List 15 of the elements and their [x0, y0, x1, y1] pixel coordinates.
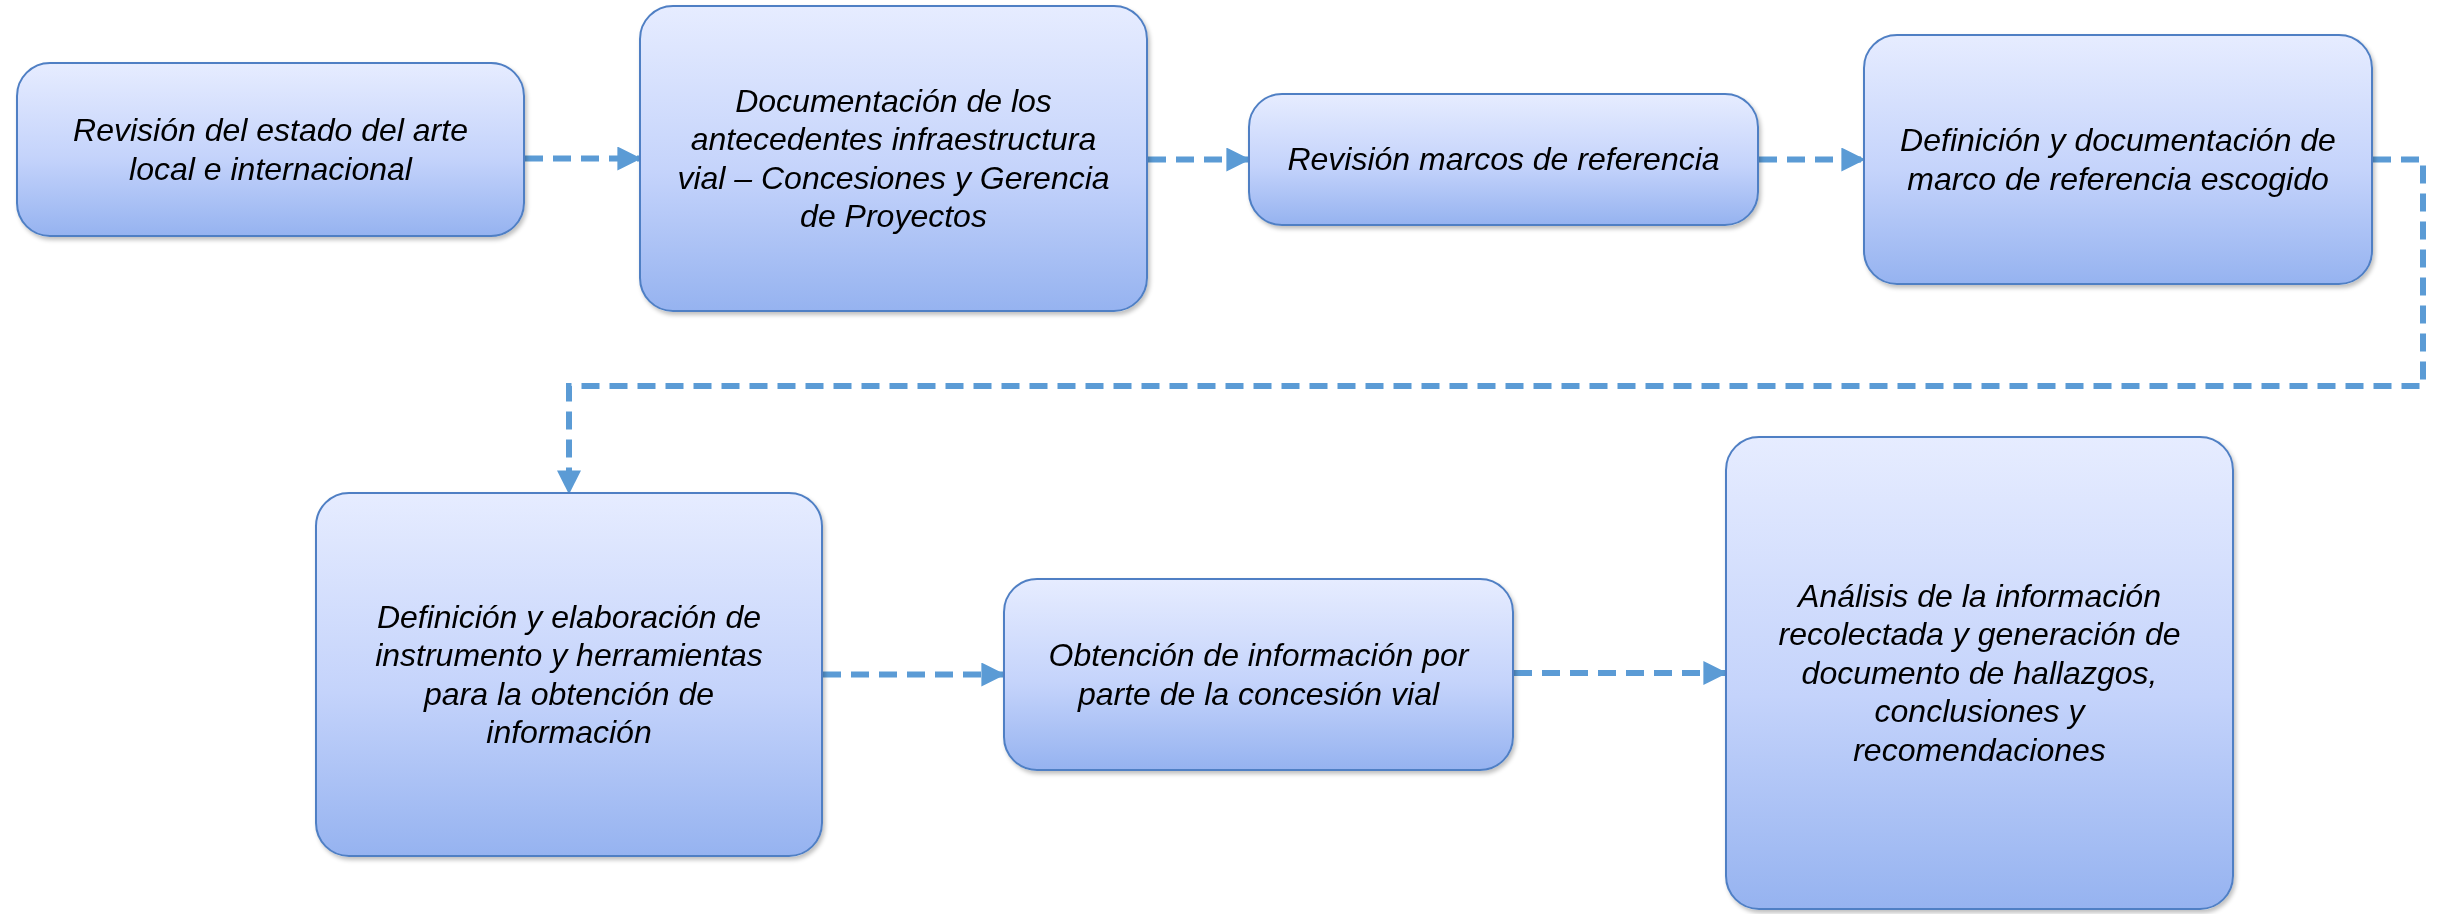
process-box: [16, 62, 525, 237]
step-text: Definición y documentación de marco de referencia escogido: [1899, 121, 2337, 198]
dashed-arrow: [557, 156, 2426, 495]
step-text: Análisis de la información recolectada y generación de documento de hallazgos, conclusiones y recomendaciones: [1777, 577, 2182, 769]
process-box: [1725, 436, 2234, 910]
process-box: [1003, 578, 1514, 771]
process-box: [315, 492, 823, 857]
step-text: Documentación de los antecedentes infraestructura vial – Concesiones y Gerencia de Proyectos: [676, 81, 1111, 236]
process-box: [1863, 34, 2373, 285]
process-box: [1248, 93, 1759, 226]
step-text: Revisión del estado del arte local e internacional: [72, 111, 469, 188]
step-text: Obtención de información por parte de la concesión vial: [1047, 636, 1471, 713]
step-text: Definición y elaboración de instrumento y herramientas para la obtención de información: [374, 597, 764, 752]
process-box: [639, 5, 1148, 312]
step-text: Revisión marcos de referencia: [1286, 140, 1721, 179]
